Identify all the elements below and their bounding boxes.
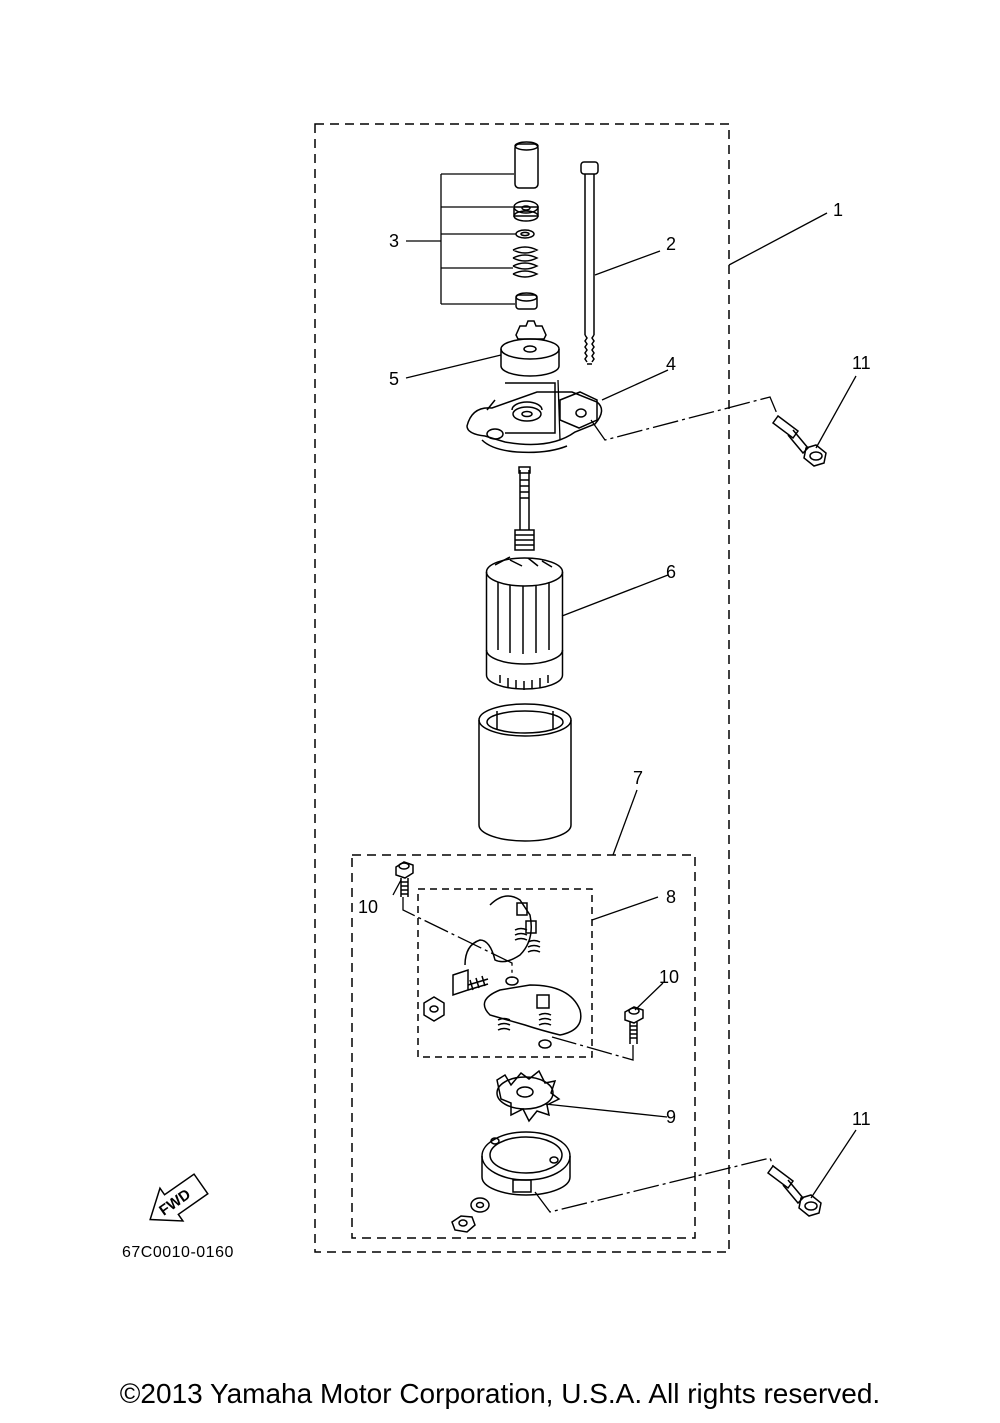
- stopper-kit-parts: [512, 141, 539, 310]
- yoke-housing: [478, 703, 572, 842]
- front-bracket: [466, 382, 603, 454]
- leader-lines: [392, 212, 857, 1213]
- callout-8: 8: [666, 887, 676, 907]
- rear-cover: [481, 1131, 571, 1196]
- brush-set-parts: [423, 895, 582, 1049]
- brush-holder: [496, 1069, 561, 1123]
- callout-6: 6: [666, 562, 676, 582]
- copyright-notice: ©2013 Yamaha Motor Corporation, U.S.A. A…: [119, 1378, 881, 1409]
- callout-11-upper: 11: [852, 353, 871, 373]
- brush-holder-assembly-boundary: [351, 854, 696, 1239]
- callout-4: 4: [666, 354, 676, 374]
- bolt-11-upper: [771, 414, 827, 467]
- callout-1: 1: [833, 200, 843, 220]
- pinion-gear: [500, 320, 560, 377]
- callout-10-lower: 10: [659, 967, 679, 987]
- diagram-code: 67C0010-0160: [122, 1244, 234, 1261]
- starter-assembly-boundary: [314, 123, 730, 1253]
- callout-3: 3: [389, 231, 399, 251]
- callout-11-lower: 11: [852, 1109, 871, 1129]
- callout-2: 2: [666, 234, 676, 254]
- screw-10-upper: [395, 861, 414, 897]
- callout-9: 9: [666, 1107, 676, 1127]
- armature: [485, 466, 564, 690]
- nut-and-washer: [451, 1197, 490, 1233]
- screw-10-lower: [624, 1006, 644, 1044]
- callout-10-upper: 10: [358, 897, 378, 917]
- bolt-11-lower: [766, 1164, 822, 1217]
- callout-7: 7: [633, 768, 643, 788]
- through-bolt: [580, 161, 599, 365]
- callout-labels: 1 2 3 4 5 6 7 8 9 10 10 11 11 67C0010-01…: [122, 200, 871, 1261]
- brush-set-boundary: [417, 888, 593, 1058]
- fwd-direction-badge: FWD: [149, 1173, 209, 1222]
- callout-3-bracket: [406, 173, 516, 305]
- callout-5: 5: [389, 369, 399, 389]
